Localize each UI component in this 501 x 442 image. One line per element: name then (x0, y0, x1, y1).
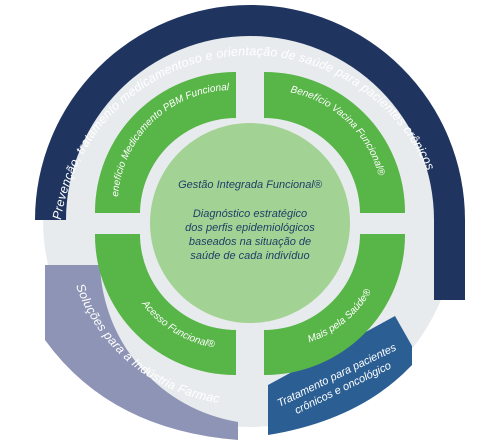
center-line-3: baseados na situação de (189, 236, 311, 248)
inner-quadrant-bottom-left (94, 234, 236, 376)
inner-quadrant-top-right (264, 71, 406, 214)
center-title: Gestão Integrada Funcional® (178, 179, 323, 191)
center-circle (150, 123, 350, 323)
inner-quadrant-bottom-right (264, 234, 406, 376)
inner-quadrant-top-left (94, 71, 237, 213)
center-line-4: saúde de cada indivíduo (190, 250, 309, 262)
center-line-2: dos perfis epidemiológicos (185, 222, 315, 234)
outer-block-chronic (268, 316, 412, 435)
outer-block-pharma (45, 265, 238, 440)
center-line-1: Diagnóstico estratégico (193, 208, 307, 220)
